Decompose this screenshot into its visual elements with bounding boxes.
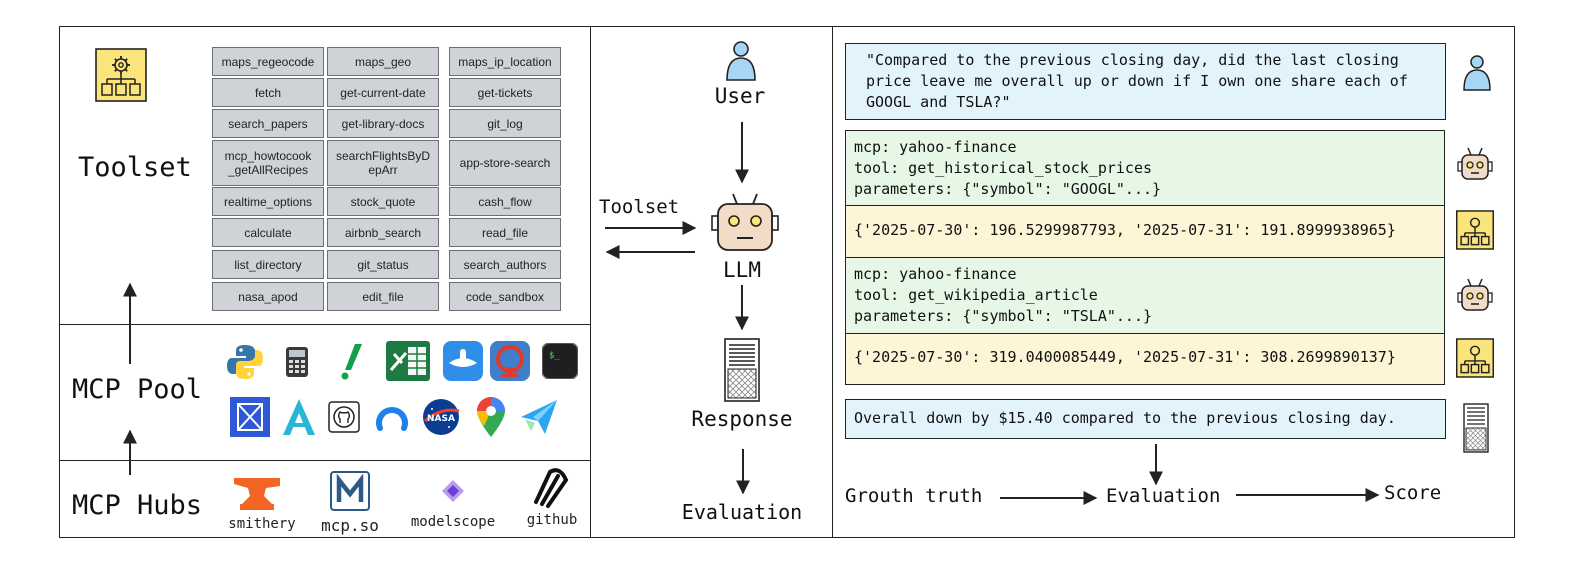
response-document-icon	[724, 338, 760, 402]
query-text: "Compared to the previous closing day, d…	[866, 51, 1417, 111]
tool-result-1: {'2025-07-30': 196.5299987793, '2025-07-…	[845, 205, 1445, 258]
exclamation-icon	[329, 342, 371, 382]
svg-text:$_: $_	[549, 351, 560, 361]
tool-call-1-text: mcp: yahoo-finance tool: get_historical_…	[854, 138, 1162, 198]
toolset-icon-small	[1456, 338, 1494, 382]
mcp-hubs-label: MCP Hubs	[72, 490, 203, 521]
toolset-icon	[95, 48, 147, 102]
tool-chip: list_directory	[212, 250, 324, 279]
pool-to-toolset-arrow	[123, 282, 137, 364]
tool-chip: maps_geo	[327, 47, 439, 76]
paper-plane-icon	[519, 397, 559, 437]
python-icon	[225, 342, 265, 382]
tool-result-2-text: {'2025-07-30': 319.0400085449, '2025-07-…	[854, 348, 1396, 366]
tool-chip: maps_regeocode	[212, 47, 324, 76]
github-label: github	[526, 512, 578, 528]
middle-panel	[590, 26, 833, 538]
tool-chip: edit_file	[327, 282, 439, 311]
kaggle-icon	[230, 397, 270, 437]
terminal-icon: $_	[541, 342, 579, 380]
response-to-evaluation-arrow	[736, 449, 750, 495]
tool-call-1: mcp: yahoo-finance tool: get_historical_…	[845, 130, 1445, 206]
tool-result-1-text: {'2025-07-30': 196.5299987793, '2025-07-…	[854, 221, 1396, 239]
tool-chip: searchFlightsByD epArr	[327, 140, 439, 186]
modelscope-label: modelscope	[410, 514, 496, 530]
answer-text: Overall down by $15.40 compared to the p…	[854, 409, 1396, 427]
answer-to-evaluation-arrow	[1149, 444, 1163, 486]
mcp-so-icon	[329, 470, 371, 512]
svg-text:NASA: NASA	[427, 414, 455, 424]
tool-chip: fetch	[212, 78, 324, 107]
tool-chip: code_sandbox	[449, 282, 561, 311]
tool-chip: git_status	[327, 250, 439, 279]
left-panel	[59, 26, 591, 538]
evaluation-label: Evaluation	[681, 500, 803, 524]
score-label: Score	[1384, 482, 1442, 504]
answer-box: Overall down by $15.40 compared to the p…	[845, 399, 1446, 439]
tool-chip: maps_ip_location	[449, 47, 561, 76]
toolset-icon-small	[1456, 210, 1494, 254]
toolset-to-llm-arrow	[605, 221, 697, 235]
tool-call-2-text: mcp: yahoo-finance tool: get_wikipedia_a…	[854, 265, 1153, 325]
user-to-llm-arrow	[735, 122, 749, 184]
toolset-flow-label: Toolset	[599, 196, 680, 218]
response-label: Response	[691, 407, 793, 431]
llm-robot-icon-small	[1456, 146, 1494, 186]
tool-chip: get-current-date	[327, 78, 439, 107]
tool-chip: get-library-docs	[327, 109, 439, 138]
mcp-pool-section	[59, 324, 591, 461]
user-label: User	[714, 84, 766, 108]
toolset-label: Toolset	[78, 152, 192, 183]
tool-chip: read_file	[449, 218, 561, 247]
calculator-icon	[285, 346, 309, 378]
tool-chip: stock_quote	[327, 187, 439, 216]
tool-chip: mcp_howtocook _getAllRecipes	[212, 140, 324, 186]
github-square-icon	[328, 401, 360, 433]
tool-chip: search_papers	[212, 109, 324, 138]
right-panel	[832, 26, 1515, 538]
tool-chip: search_authors	[449, 250, 561, 279]
flight-icon	[443, 341, 483, 381]
ground-truth-to-evaluation-arrow	[1000, 491, 1098, 505]
maps-pin-icon	[475, 396, 507, 438]
tool-chip: app-store-search	[449, 140, 561, 186]
llm-label: LLM	[723, 258, 761, 282]
llm-to-toolset-arrow	[605, 245, 695, 259]
spreadsheet-icon	[386, 341, 430, 381]
github-icon	[526, 462, 578, 512]
ring-icon	[375, 400, 409, 434]
llm-robot-icon	[707, 190, 783, 254]
a-icon	[279, 396, 319, 438]
railway-icon	[490, 341, 530, 381]
tool-chip: airbnb_search	[327, 218, 439, 247]
query-box: "Compared to the previous closing day, d…	[845, 43, 1446, 120]
tool-chip: cash_flow	[449, 187, 561, 216]
tool-chip: realtime_options	[212, 187, 324, 216]
ground-truth-label: Grouth truth	[845, 485, 983, 507]
tool-chip: calculate	[212, 218, 324, 247]
tool-chip: nasa_apod	[212, 282, 324, 311]
tool-result-2: {'2025-07-30': 319.0400085449, '2025-07-…	[845, 333, 1445, 385]
hubs-to-pool-arrow	[123, 429, 137, 475]
tool-chip: get-tickets	[449, 78, 561, 107]
user-icon-small	[1462, 54, 1492, 92]
mcp-so-label: mcp.so	[321, 516, 379, 535]
smithery-icon	[232, 474, 282, 512]
evaluation-flow-label: Evaluation	[1106, 485, 1221, 507]
llm-robot-icon-small	[1456, 277, 1494, 317]
tool-call-2: mcp: yahoo-finance tool: get_wikipedia_a…	[845, 257, 1445, 334]
nasa-icon: NASA	[421, 397, 461, 437]
tool-chip: git_log	[449, 109, 561, 138]
smithery-label: smithery	[228, 516, 296, 532]
mcp-pool-label: MCP Pool	[72, 374, 203, 405]
llm-to-response-arrow	[735, 285, 749, 331]
modelscope-icon	[440, 478, 466, 504]
user-icon	[724, 40, 758, 82]
response-document-icon-small	[1463, 403, 1489, 453]
evaluation-to-score-arrow	[1236, 488, 1380, 502]
